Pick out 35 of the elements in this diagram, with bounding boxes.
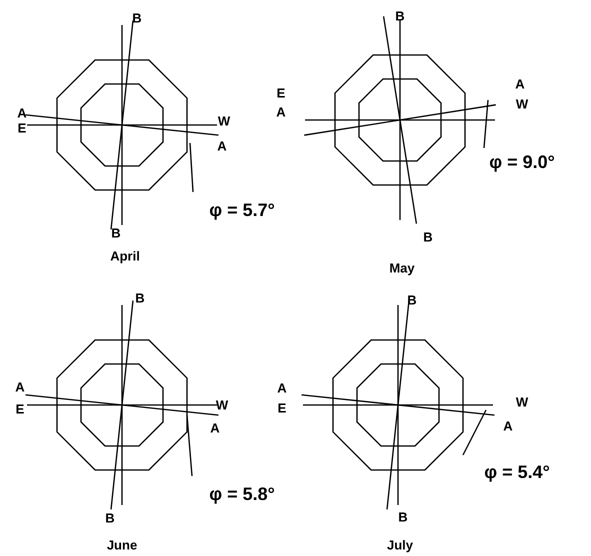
direction-letter: E xyxy=(18,122,26,134)
direction-letter: B xyxy=(132,12,142,24)
direction-letter: A xyxy=(15,380,25,394)
direction-letter: W xyxy=(218,114,230,128)
direction-letter: B xyxy=(398,510,408,524)
direction-letter: B xyxy=(105,512,115,524)
month-caption: April xyxy=(110,250,140,262)
month-caption: June xyxy=(106,538,138,552)
direction-letter: B xyxy=(423,230,433,244)
direction-letter: A xyxy=(277,382,287,394)
angle-label: φ = 9.0° xyxy=(489,153,555,171)
direction-letter: E xyxy=(276,86,286,100)
angle-label: φ = 5.8° xyxy=(209,485,275,503)
direction-letter: A xyxy=(217,140,227,152)
direction-letter: E xyxy=(278,402,286,414)
direction-letter: A xyxy=(515,78,525,90)
direction-letter: W xyxy=(216,398,228,412)
direction-letter: A xyxy=(17,106,27,120)
leader-line xyxy=(483,100,489,148)
direction-letter: W xyxy=(516,396,528,408)
leader-line xyxy=(189,142,194,192)
angle-label: φ = 5.4° xyxy=(484,463,550,481)
leader-line xyxy=(186,414,193,476)
direction-letter: A xyxy=(276,106,286,118)
leader-line xyxy=(462,410,487,456)
direction-letter: B xyxy=(135,292,145,304)
direction-letter: E xyxy=(16,402,24,416)
angle-label: φ = 5.7° xyxy=(209,201,275,219)
direction-letter: A xyxy=(210,422,220,434)
direction-letter: A xyxy=(503,420,513,432)
month-caption: May xyxy=(389,262,415,274)
direction-letter: W xyxy=(516,98,528,110)
month-caption: July xyxy=(387,538,413,552)
direction-letter: B xyxy=(111,226,121,240)
direction-letter: B xyxy=(395,10,405,22)
